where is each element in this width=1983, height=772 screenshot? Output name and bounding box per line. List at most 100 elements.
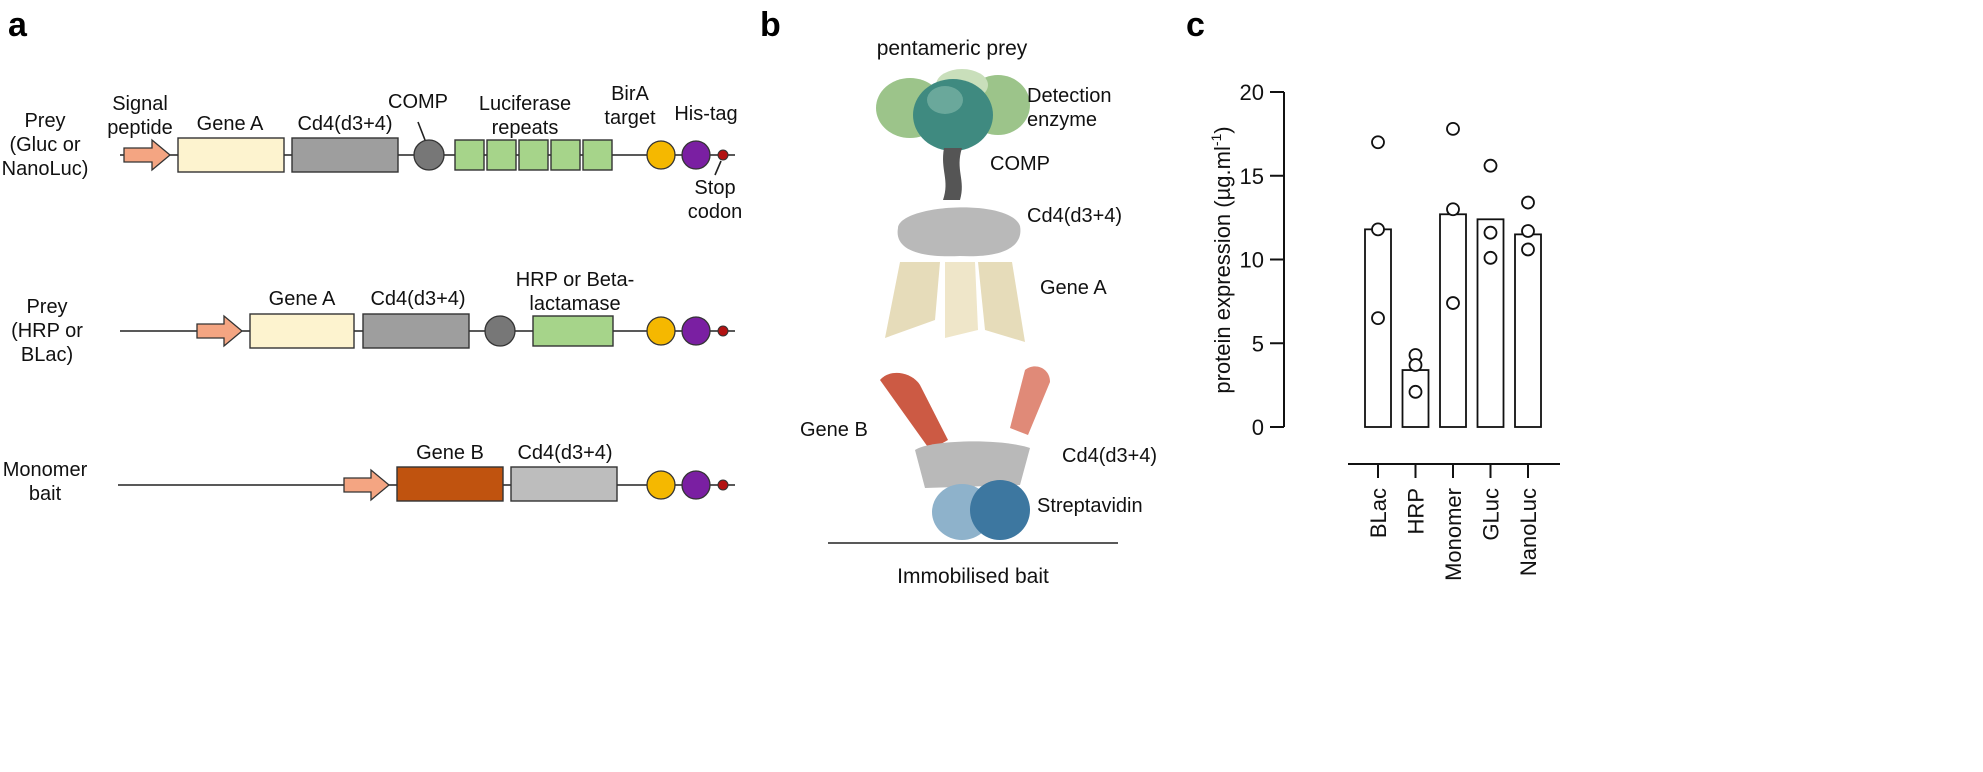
row1-luc-repeat-5 bbox=[582, 139, 613, 171]
row3-gene-label: Gene B bbox=[416, 442, 484, 464]
y-tick-label: 0 bbox=[1252, 415, 1264, 440]
y-tick-label: 15 bbox=[1240, 164, 1264, 189]
y-tick-label: 5 bbox=[1252, 331, 1264, 356]
detection-enzyme-structure bbox=[876, 69, 1030, 151]
bar-monomer bbox=[1439, 213, 1467, 428]
y-tick-label: 10 bbox=[1240, 248, 1264, 273]
row1-stop-label-line2: codon bbox=[688, 201, 743, 223]
label-cd4-bottom: Cd4(d3+4) bbox=[1062, 445, 1157, 467]
row1-comp-label: COMP bbox=[388, 91, 448, 113]
x-category-label: GLuc bbox=[1479, 488, 1504, 541]
bar-gluc bbox=[1476, 218, 1505, 428]
row1-cd4-box bbox=[291, 137, 399, 173]
data-point bbox=[1408, 384, 1423, 399]
row1-name-line2: (Gluc or bbox=[9, 134, 80, 156]
cd4-bottom-structure bbox=[915, 441, 1030, 488]
expression-bar-chart: protein expression (µg.ml-1) 0 5 10 15 20 BL… bbox=[1208, 80, 1560, 581]
row3-his-circle bbox=[681, 470, 711, 500]
data-point bbox=[1483, 250, 1498, 265]
row2-name-line2: (HRP or bbox=[11, 320, 83, 342]
label-comp: COMP bbox=[990, 153, 1050, 175]
row2-birA-circle bbox=[646, 316, 676, 346]
row2-cd4-label: Cd4(d3+4) bbox=[370, 288, 465, 310]
row1-comp-circle bbox=[413, 139, 445, 171]
data-point bbox=[1446, 202, 1460, 217]
row2-name-line1: Prey bbox=[26, 296, 67, 318]
y-ticks: 0 5 10 15 20 bbox=[1240, 80, 1284, 440]
construct-prey-hrp: Prey (HRP or BLac) Gene A Cd4(d3+4) HRP … bbox=[11, 269, 735, 366]
row3-signal-arrow bbox=[343, 468, 391, 502]
label-detection-line1: Detection bbox=[1027, 85, 1112, 107]
row2-signal-arrow bbox=[196, 314, 244, 348]
row1-stop-label-line1: Stop bbox=[694, 177, 735, 199]
protein-structure-illustration bbox=[828, 69, 1118, 544]
row2-gene-a-box bbox=[249, 313, 355, 349]
data-point bbox=[1521, 224, 1535, 238]
row1-luc-repeat-4 bbox=[550, 139, 581, 171]
row1-his-circle bbox=[681, 140, 711, 170]
construct-prey-gluc: Prey (Gluc or NanoLuc) Signal peptide Ge… bbox=[2, 83, 743, 223]
data-point bbox=[1446, 121, 1460, 136]
bar-nanoluc bbox=[1514, 233, 1542, 428]
x-category-label: HRP bbox=[1404, 488, 1429, 534]
row2-enzyme-box bbox=[532, 315, 614, 347]
gene-a-structure bbox=[885, 262, 1025, 342]
panel-a-letter: a bbox=[8, 6, 28, 44]
streptavidin-structure bbox=[932, 480, 1030, 540]
row2-his-circle bbox=[681, 316, 711, 346]
row1-cd4-label: Cd4(d3+4) bbox=[297, 113, 392, 135]
data-points bbox=[1371, 121, 1535, 399]
row3-name-line2: bait bbox=[29, 483, 62, 505]
y-axis-label-close: ) bbox=[1210, 126, 1235, 133]
data-point bbox=[1483, 158, 1498, 173]
label-cd4-top: Cd4(d3+4) bbox=[1027, 205, 1122, 227]
data-point bbox=[1371, 311, 1385, 326]
row1-stop-pointer bbox=[714, 160, 722, 176]
row1-comp-pointer bbox=[417, 121, 426, 141]
x-category-label: NanoLuc bbox=[1516, 488, 1541, 576]
data-point bbox=[1446, 296, 1460, 310]
x-category-label: BLac bbox=[1366, 488, 1391, 538]
cd4-top-structure bbox=[897, 207, 1021, 257]
pentameric-prey-title: pentameric prey bbox=[877, 37, 1028, 60]
data-point bbox=[1408, 358, 1423, 372]
y-tick-label: 20 bbox=[1240, 80, 1264, 105]
label-detection-line2: enzyme bbox=[1027, 109, 1097, 131]
y-axis-label-sup: -1 bbox=[1208, 134, 1224, 147]
row3-gene-b-box bbox=[396, 466, 504, 502]
row1-name-line1: Prey bbox=[24, 110, 65, 132]
row1-birA-circle bbox=[646, 140, 676, 170]
row3-name-line1: Monomer bbox=[3, 459, 88, 481]
row2-enzyme-label-line2: lactamase bbox=[529, 293, 620, 315]
row1-signal-arrow bbox=[123, 138, 172, 172]
data-point bbox=[1371, 135, 1385, 150]
data-point bbox=[1483, 225, 1498, 240]
row1-gene-a-box bbox=[177, 137, 285, 173]
row1-luc-repeat-3 bbox=[518, 139, 549, 171]
row1-signal-label-line1: Signal bbox=[112, 93, 168, 115]
row1-his-label: His-tag bbox=[674, 103, 737, 125]
data-point bbox=[1521, 195, 1535, 210]
gene-b-arm-right-structure bbox=[1010, 366, 1050, 435]
gene-b-arm-left-structure bbox=[880, 372, 948, 450]
bar-blac bbox=[1364, 228, 1392, 428]
row3-cd4-box bbox=[510, 466, 618, 502]
row2-enzyme-label-line1: HRP or Beta- bbox=[516, 269, 635, 291]
row1-enzyme-label-line2: repeats bbox=[492, 117, 559, 139]
row2-stop-dot bbox=[717, 325, 729, 337]
label-streptavidin: Streptavidin bbox=[1037, 495, 1143, 517]
y-axis-label-base: protein expression (µg.ml bbox=[1210, 146, 1235, 393]
row1-birA-label-line1: BirA bbox=[611, 83, 649, 105]
row1-luc-repeat-1 bbox=[454, 139, 485, 171]
panel-b-letter: b bbox=[760, 6, 781, 44]
row3-stop-dot bbox=[717, 479, 729, 491]
row3-cd4-label: Cd4(d3+4) bbox=[517, 442, 612, 464]
data-point bbox=[1521, 242, 1535, 257]
row1-gene-label: Gene A bbox=[197, 113, 264, 135]
row2-cd4-box bbox=[362, 313, 470, 349]
row1-name-line3: NanoLuc) bbox=[2, 158, 89, 180]
panel-c-letter: c bbox=[1186, 6, 1205, 44]
construct-monomer-bait: Monomer bait Gene B Cd4(d3+4) bbox=[3, 442, 735, 505]
label-immobilised-bait: Immobilised bait bbox=[897, 565, 1049, 588]
